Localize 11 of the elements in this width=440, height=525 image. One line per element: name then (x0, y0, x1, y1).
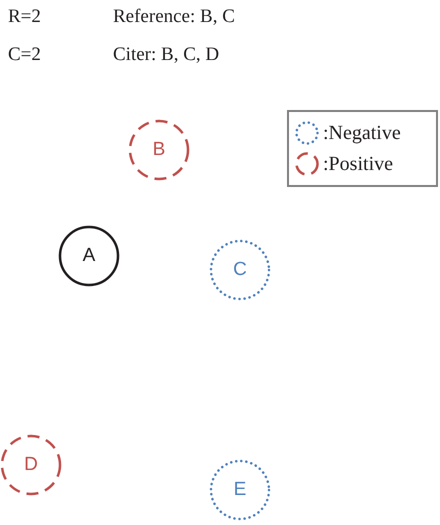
node-label: B (152, 139, 166, 161)
label-text: C=2 (8, 45, 41, 64)
label-text: Reference: B, C (113, 7, 235, 26)
legend-text: :Negative (323, 122, 401, 144)
label-text: R=2 (8, 7, 41, 26)
legend-text: :Positive (323, 152, 394, 176)
node-label: A (82, 245, 96, 267)
label-text: Citer: B, C, D (113, 45, 220, 64)
node-label: C (233, 259, 247, 281)
node-label: E (234, 479, 246, 501)
node-label: D (24, 454, 38, 476)
